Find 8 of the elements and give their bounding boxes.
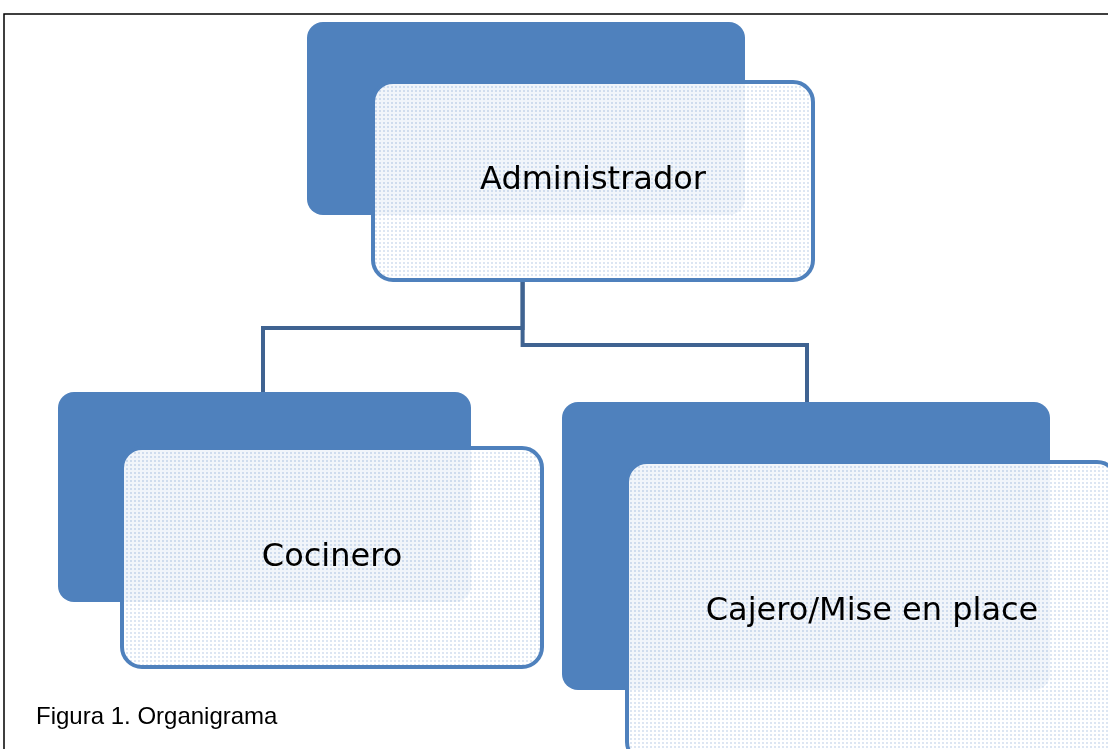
- connector-line: [520, 280, 809, 402]
- role-label: Cajero/Mise en place: [704, 590, 1040, 628]
- org-chart-box: [307, 22, 813, 280]
- role-label: Administrador: [479, 159, 707, 197]
- figure-caption: Figura 1. Organigrama: [36, 702, 278, 730]
- role-label: Cocinero: [260, 535, 404, 574]
- org-chart-box: [58, 392, 542, 667]
- org-chart-box: [562, 402, 1108, 749]
